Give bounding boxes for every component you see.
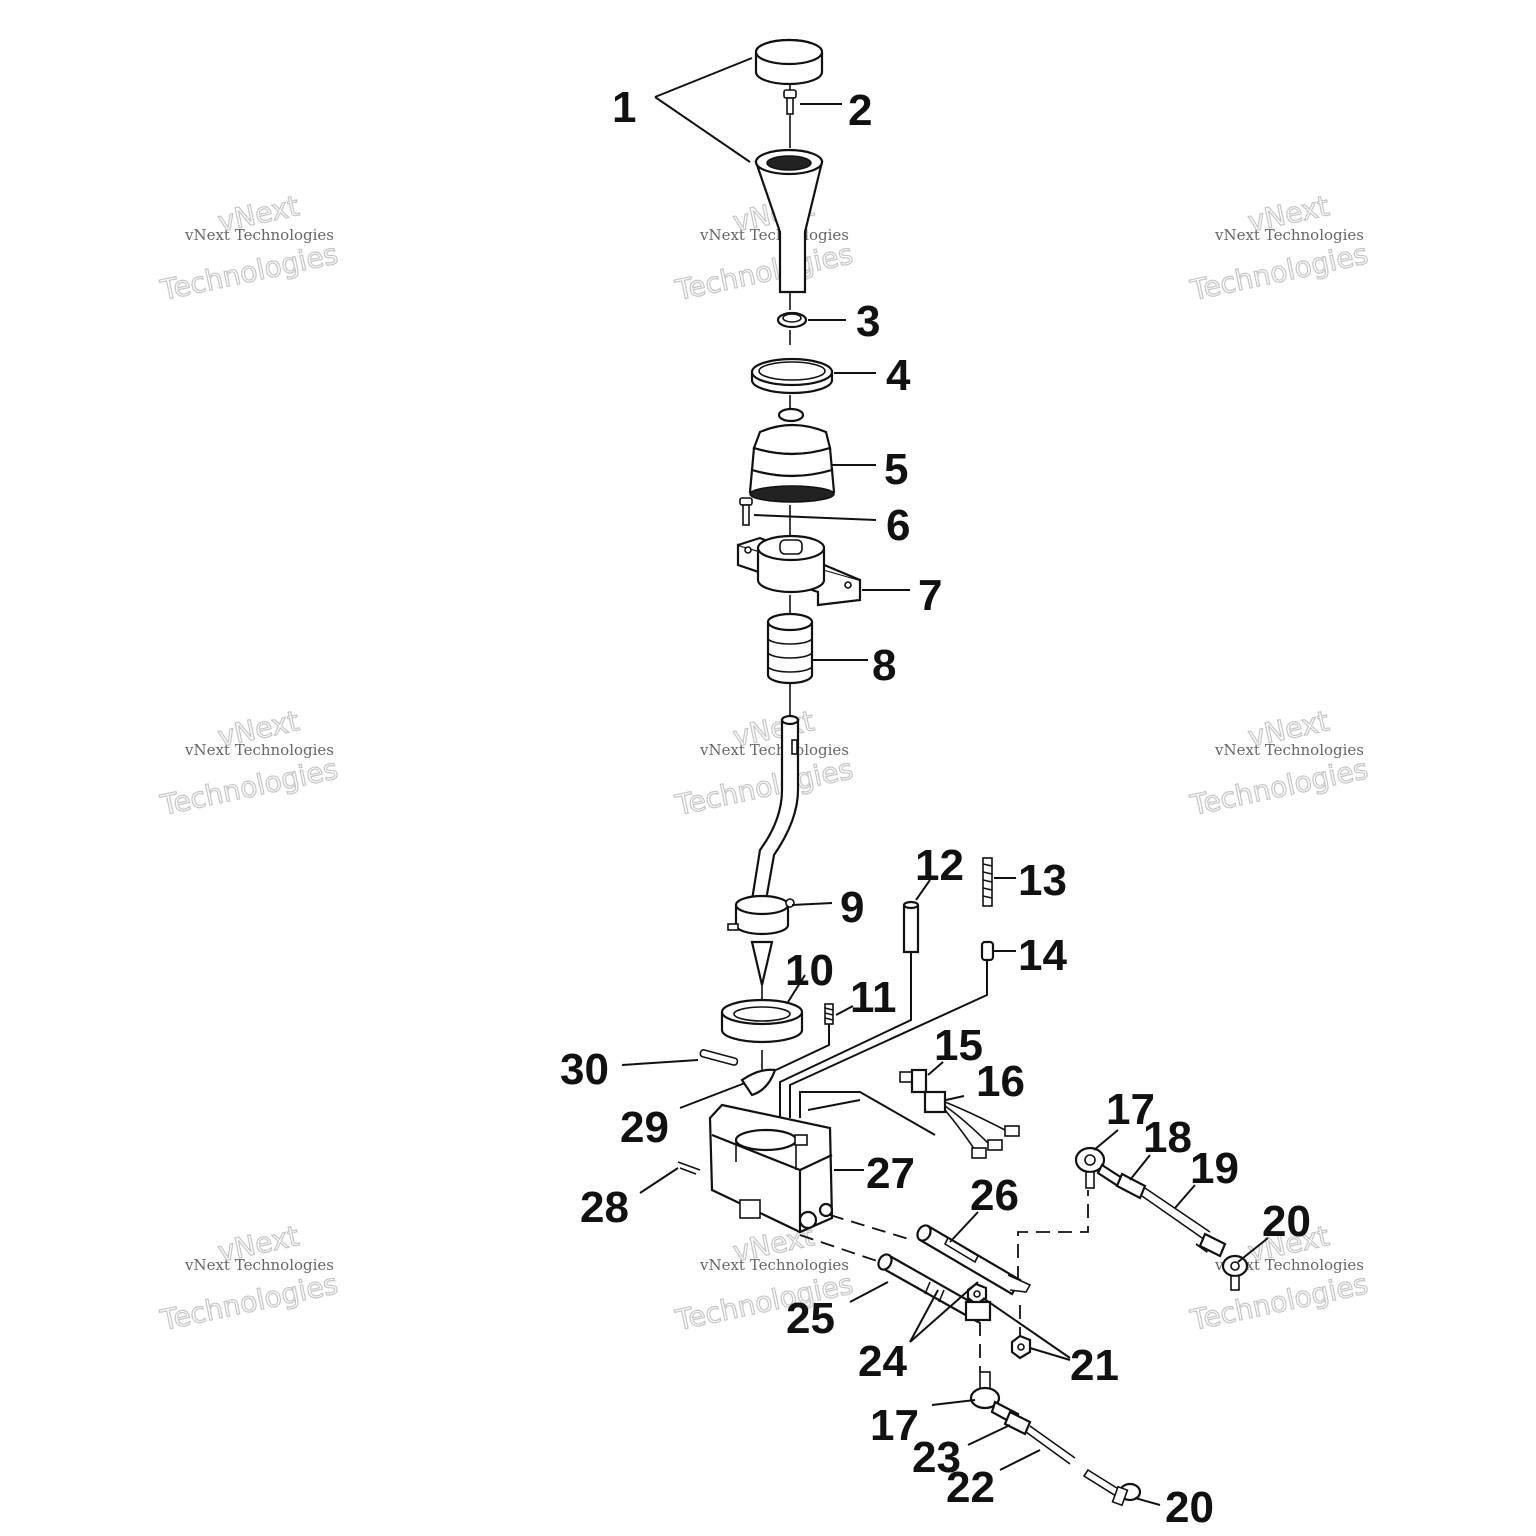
watermark-text: Technologies	[672, 752, 856, 822]
connection-lines	[775, 952, 988, 1136]
watermark-text: Technologies	[157, 237, 341, 307]
part-main-housing	[708, 1103, 834, 1234]
part-switch	[899, 1068, 1020, 1159]
callout-20-lower: 20	[1165, 1483, 1214, 1532]
assembly-dash-lines	[799, 1190, 1211, 1372]
watermark-text: Technologies	[672, 237, 856, 307]
watermark-text: vNext Technologies	[699, 226, 849, 244]
callout-11: 11	[850, 973, 897, 1022]
assembly-axis	[761, 70, 791, 1070]
watermark-text: Technologies	[1187, 752, 1371, 822]
part-knob	[754, 38, 824, 294]
watermark-text: vNext Technologies	[699, 741, 849, 759]
part-nut	[964, 1282, 992, 1322]
part-clip	[740, 1068, 777, 1097]
part-screw	[783, 89, 797, 115]
part-o-ring	[776, 311, 808, 329]
callout-13: 13	[1018, 856, 1067, 905]
callout-15: 15	[934, 1021, 983, 1070]
watermark: vNext Technologies vNext Technologies	[156, 189, 341, 308]
callout-3: 3	[856, 297, 880, 346]
watermark: vNext Technologies vNext Technologies	[1186, 189, 1371, 308]
watermark-text: Technologies	[1187, 1267, 1371, 1337]
part-pin	[902, 900, 920, 954]
callout-26: 26	[970, 1171, 1019, 1220]
watermark-text: vNext Technologies	[1214, 1256, 1364, 1274]
part-rod-end-lower	[969, 1371, 1142, 1507]
callout-16: 16	[976, 1057, 1025, 1106]
part-bolt	[739, 497, 753, 526]
part-plunger	[980, 940, 995, 962]
callout-18: 18	[1143, 1113, 1192, 1162]
watermark-text: vNext Technologies	[184, 226, 334, 244]
watermark: vNext Technologies vNext Technologies	[671, 189, 856, 308]
callout-22: 22	[946, 1463, 995, 1512]
part-decal	[677, 1161, 701, 1175]
watermark: vNext Technologies vNext Technologies	[671, 704, 856, 823]
callout-27: 27	[866, 1149, 915, 1198]
part-small-spring	[824, 1003, 834, 1025]
callout-25: 25	[786, 1294, 835, 1343]
callout-4: 4	[886, 351, 911, 400]
part-spring	[982, 857, 993, 907]
part-bellows	[766, 612, 814, 685]
part-roll-pin	[699, 1049, 739, 1066]
callout-19: 19	[1190, 1144, 1239, 1193]
callout-14: 14	[1018, 931, 1067, 980]
callout-24: 24	[858, 1337, 907, 1386]
watermark: vNext Technologies vNext Technologies	[156, 704, 341, 823]
watermark-text: vNext Technologies	[184, 1256, 334, 1274]
watermark-text: vNext Technologies	[1214, 226, 1364, 244]
watermark-text: vNext Technologies	[184, 741, 334, 759]
part-nut	[1010, 1334, 1032, 1360]
callout-7: 7	[918, 571, 942, 620]
watermark-text: vNext Technologies	[699, 1256, 849, 1274]
part-housing-plate	[736, 534, 862, 607]
callout-9: 9	[840, 883, 864, 932]
watermark-text: Technologies	[157, 1267, 341, 1337]
watermark-text: Technologies	[1187, 237, 1371, 307]
watermark-text: Technologies	[157, 752, 341, 822]
callout-23: 23	[912, 1433, 961, 1482]
callout-12: 12	[915, 841, 964, 890]
callout-2: 2	[848, 86, 872, 135]
callout-6: 6	[886, 501, 910, 550]
callout-28: 28	[580, 1183, 629, 1232]
part-shaft-upper	[916, 1224, 1032, 1296]
callout-17: 17	[1106, 1085, 1155, 1134]
part-rod-end-upper	[1074, 1146, 1249, 1291]
part-ring	[750, 357, 834, 395]
callout-21: 21	[1070, 1341, 1119, 1390]
callout-1: 1	[612, 83, 636, 132]
callout-5: 5	[884, 445, 908, 494]
callout-17-lower: 17	[870, 1401, 919, 1450]
part-shift-lever	[727, 714, 800, 986]
callout-30: 30	[560, 1045, 609, 1094]
callout-20: 20	[1262, 1197, 1311, 1246]
part-boot	[748, 407, 836, 503]
callout-labels: 1 2 3 4 5 6 7 8 9 10 11 12 13 14 15 16 1…	[560, 83, 1311, 1532]
callout-8: 8	[872, 641, 896, 690]
watermark: vNext Technologies vNext Technologies	[1186, 704, 1371, 823]
part-socket	[720, 998, 804, 1044]
watermark: vNext Technologies vNext Technologies	[156, 1219, 341, 1338]
watermark-text: vNext Technologies	[1214, 741, 1364, 759]
leader-lines	[621, 57, 1269, 1506]
callout-29: 29	[620, 1103, 669, 1152]
callout-10: 10	[785, 946, 834, 995]
